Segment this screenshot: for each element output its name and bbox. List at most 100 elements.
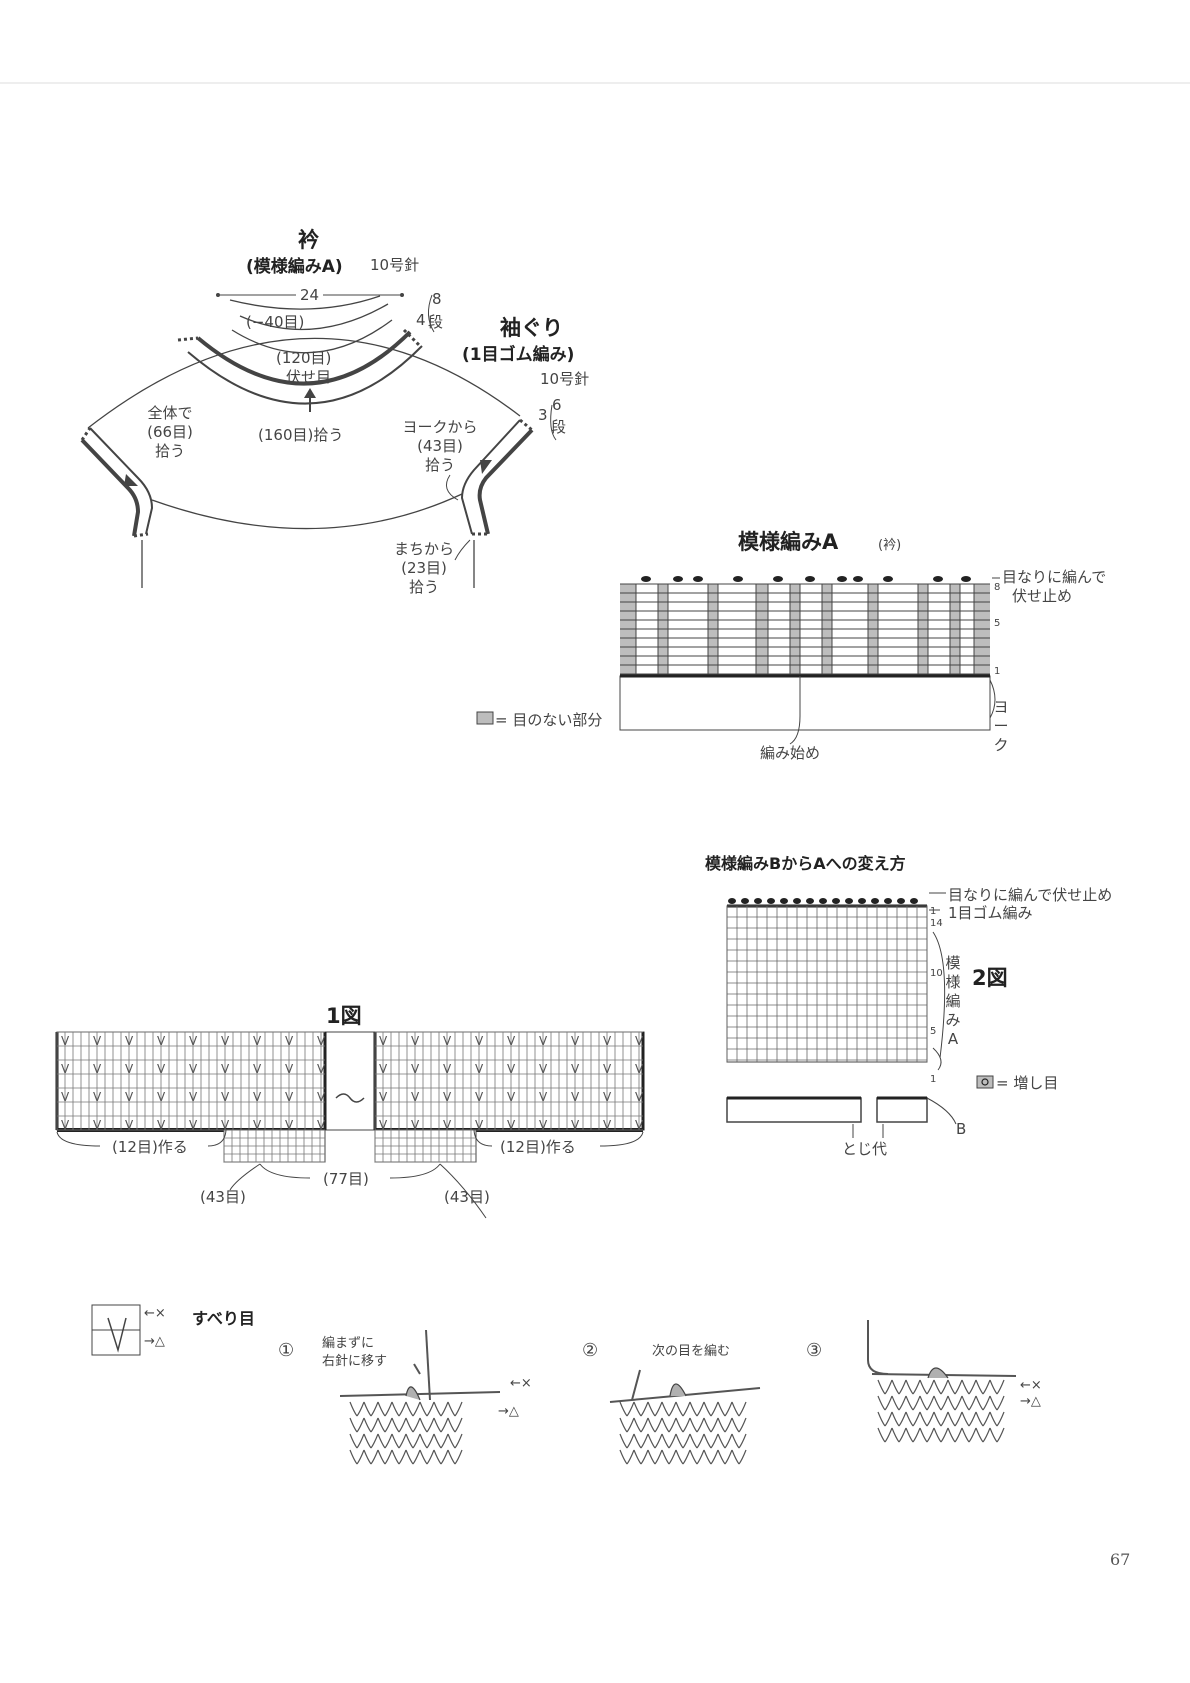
fig1-title: 1図 [326, 1004, 362, 1028]
svg-text:V: V [93, 1034, 102, 1048]
pattern-a-note1: 目なりに編んで [1002, 568, 1107, 586]
svg-text:V: V [475, 1034, 484, 1048]
collar-subtitle: (模様編みA) [246, 257, 343, 277]
svg-text:V: V [443, 1118, 452, 1132]
svg-text:V: V [411, 1090, 420, 1104]
step1-arrow-tri: →△ [498, 1404, 519, 1419]
svg-text:V: V [411, 1118, 420, 1132]
svg-text:V: V [285, 1062, 294, 1076]
svg-text:V: V [125, 1118, 134, 1132]
gusset-line1: まちから [393, 540, 454, 558]
svg-text:V: V [507, 1090, 516, 1104]
knit-illustrations [339, 1320, 1017, 1465]
pattern-a-legend: = 目のない部分 [495, 711, 603, 729]
svg-text:V: V [61, 1090, 70, 1104]
pattern-a-chart [619, 576, 1000, 745]
svg-text:V: V [189, 1034, 198, 1048]
change-row1a: 1 [930, 906, 937, 917]
svg-text:V: V [221, 1118, 230, 1132]
gusset-line2: (23目) [401, 559, 447, 577]
slip-arrow-tri: →△ [144, 1334, 165, 1349]
svg-text:V: V [635, 1034, 644, 1048]
slip-arrow-x: ←× [144, 1306, 166, 1321]
svg-text:V: V [125, 1090, 134, 1104]
svg-text:V: V [317, 1062, 326, 1076]
change-title: 模様編みBからAへの変え方 [705, 854, 906, 873]
svg-text:V: V [285, 1034, 294, 1048]
pattern-a-row5: 5 [994, 618, 1001, 629]
collar-rows-num: 4 [416, 311, 426, 329]
svg-text:V: V [379, 1118, 388, 1132]
svg-text:V: V [603, 1034, 612, 1048]
armhole-title: 袖ぐり [500, 316, 563, 340]
pattern-a-note2: 伏せ止め [1012, 587, 1073, 605]
change-note2: 1目ゴム編み [948, 904, 1033, 922]
armhole-subtitle: (1目ゴム編み) [462, 345, 575, 365]
pattern-a-start: 編み始め [760, 744, 821, 762]
fig2-chart [726, 892, 957, 1138]
svg-text:V: V [443, 1062, 452, 1076]
svg-text:V: V [507, 1034, 516, 1048]
svg-text:V: V [603, 1062, 612, 1076]
svg-text:V: V [539, 1062, 548, 1076]
svg-text:V: V [253, 1118, 262, 1132]
collar-rows-unit: 段 [428, 313, 444, 331]
svg-text:V: V [253, 1090, 262, 1104]
svg-text:V: V [443, 1034, 452, 1048]
step1-number: ① [278, 1340, 295, 1361]
step1-text1: 編まずに [322, 1336, 375, 1351]
svg-text:V: V [571, 1034, 580, 1048]
change-row1b: 1 [930, 1074, 937, 1085]
increase-legend: = 増し目 [996, 1074, 1059, 1092]
armhole-rows-num: 3 [538, 406, 548, 424]
change-row14: 14 [930, 918, 943, 929]
step3-arrow-tri: →△ [1020, 1394, 1041, 1409]
svg-text:V: V [253, 1034, 262, 1048]
armhole-rows-top: 6 [552, 396, 562, 414]
svg-text:V: V [157, 1062, 166, 1076]
svg-text:V: V [475, 1118, 484, 1132]
collar-needle: 10号針 [370, 256, 420, 274]
svg-text:V: V [379, 1062, 388, 1076]
svg-text:V: V [571, 1062, 580, 1076]
svg-text:V: V [411, 1062, 420, 1076]
svg-text:V: V [603, 1090, 612, 1104]
svg-text:V: V [93, 1118, 102, 1132]
collar-decrease: (−40目) [246, 313, 305, 331]
pattern-a-row1: 1 [994, 666, 1001, 677]
svg-text:V: V [507, 1062, 516, 1076]
svg-text:V: V [317, 1034, 326, 1048]
svg-text:V: V [379, 1090, 388, 1104]
svg-text:V: V [93, 1062, 102, 1076]
svg-text:V: V [253, 1062, 262, 1076]
whole-line2: (66目) [147, 423, 193, 441]
svg-text:V: V [157, 1034, 166, 1048]
armhole-rows-unit: 段 [551, 418, 567, 436]
gusset-line3: 拾う [408, 578, 439, 596]
increase-legend-swatch [976, 1075, 994, 1089]
armhole-needle: 10号針 [540, 370, 590, 388]
svg-text:V: V [317, 1118, 326, 1132]
collar-width: 24 [296, 286, 324, 304]
step1-text2: 右針に移す [322, 1354, 388, 1369]
yoke-diagram [80, 293, 557, 588]
change-note1: 目なりに編んで伏せ止め [948, 886, 1113, 904]
collar-rows-top: 8 [432, 290, 442, 308]
collar-title: 衿 [298, 228, 319, 252]
step2-text: 次の目を編む [652, 1344, 731, 1359]
svg-text:V: V [539, 1118, 548, 1132]
fig1-left-count: (43目) [200, 1188, 246, 1206]
svg-text:V: V [635, 1118, 644, 1132]
step3-arrow-x: ←× [1020, 1378, 1042, 1393]
collar-bind-off: 伏せ目 [286, 368, 332, 386]
step2-number: ② [582, 1340, 599, 1361]
collar-pickup: (160目)拾う [258, 426, 344, 444]
svg-text:V: V [571, 1118, 580, 1132]
svg-text:V: V [285, 1090, 294, 1104]
svg-text:V: V [125, 1034, 134, 1048]
pattern-a-title-note: (衿) [878, 538, 902, 553]
fig2-title: 2図 [972, 966, 1008, 990]
svg-text:V: V [539, 1090, 548, 1104]
